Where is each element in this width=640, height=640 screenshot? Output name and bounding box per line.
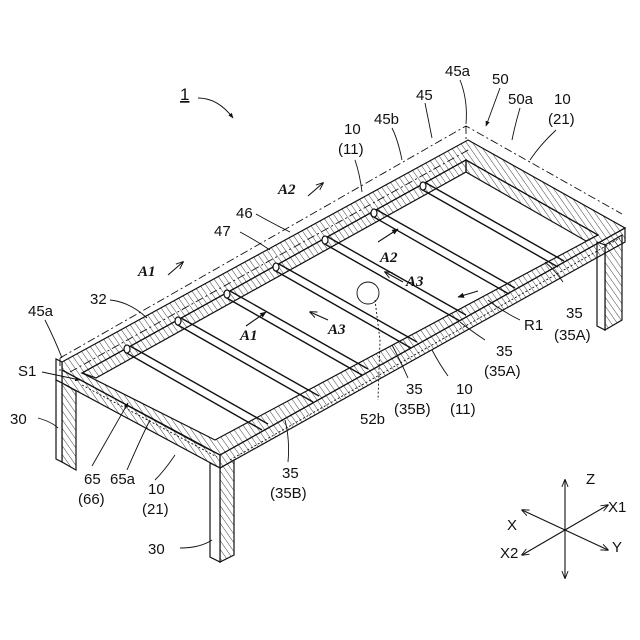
flow-label-a1-inner: A1 [239, 328, 258, 344]
label-21-bottom-left: (21) [142, 501, 169, 518]
flow-arrow-a2-top [308, 183, 323, 196]
label-47: 47 [214, 223, 231, 240]
label-45b: 45b [374, 111, 399, 128]
flow-label-a1-left: A1 [137, 264, 156, 280]
label-50: 50 [492, 71, 509, 88]
label-s1: S1 [18, 363, 36, 380]
flow-arrow-a1-left [168, 262, 183, 275]
label-10-bottom-left: 10 [148, 481, 165, 498]
label-65: 65 [84, 471, 101, 488]
front-middle-leg [210, 460, 234, 562]
label-45a-left: 45a [28, 303, 54, 320]
label-21-top-right: (21) [548, 111, 575, 128]
flow-label-a3-lower: A3 [327, 322, 346, 338]
label-32: 32 [90, 291, 107, 308]
axis-label-z: Z [586, 471, 595, 488]
label-35-right-1: 35 [496, 343, 513, 360]
label-35-bottom: 35 [282, 465, 299, 482]
label-35-middle: 35 [406, 381, 423, 398]
label-46: 46 [236, 205, 253, 222]
label-35b-middle: (35B) [394, 401, 431, 418]
label-66: (66) [78, 491, 105, 508]
back-frame-rail [62, 140, 625, 455]
flow-label-a3-inner: A3 [405, 274, 424, 290]
coordinate-axes: Z X1 X Y X2 [500, 471, 626, 578]
figure-number: 1 [180, 85, 189, 104]
label-30-bottom: 30 [148, 541, 165, 558]
axis-label-x2: X2 [500, 545, 518, 562]
flow-label-a2-top: A2 [277, 182, 296, 198]
axis-label-x1: X1 [608, 499, 626, 516]
label-45a-top: 45a [445, 63, 471, 80]
label-45: 45 [416, 87, 433, 104]
label-35-right-2: 35 [566, 305, 583, 322]
label-30-left: 30 [10, 411, 27, 428]
flow-label-a2-inner: A2 [379, 250, 398, 266]
label-35a-right-1: (35A) [484, 363, 521, 380]
axis-label-x: X [507, 517, 517, 534]
label-50a: 50a [508, 91, 534, 108]
label-11-top: (11) [338, 141, 364, 158]
label-35a-right-2: (35A) [554, 327, 591, 344]
label-10-top-right: 10 [554, 91, 571, 108]
label-52b: 52b [360, 411, 385, 428]
axis-label-y: Y [612, 539, 622, 556]
label-65a: 65a [110, 471, 136, 488]
label-r1: R1 [524, 317, 543, 334]
figure-pointer-arrow [198, 98, 233, 118]
label-11-middle-right: (11) [450, 401, 476, 418]
front-left-leg [56, 380, 76, 470]
label-10-middle-right: 10 [456, 381, 473, 398]
label-35b-bottom: (35B) [270, 485, 307, 502]
label-10-top: 10 [344, 121, 361, 138]
